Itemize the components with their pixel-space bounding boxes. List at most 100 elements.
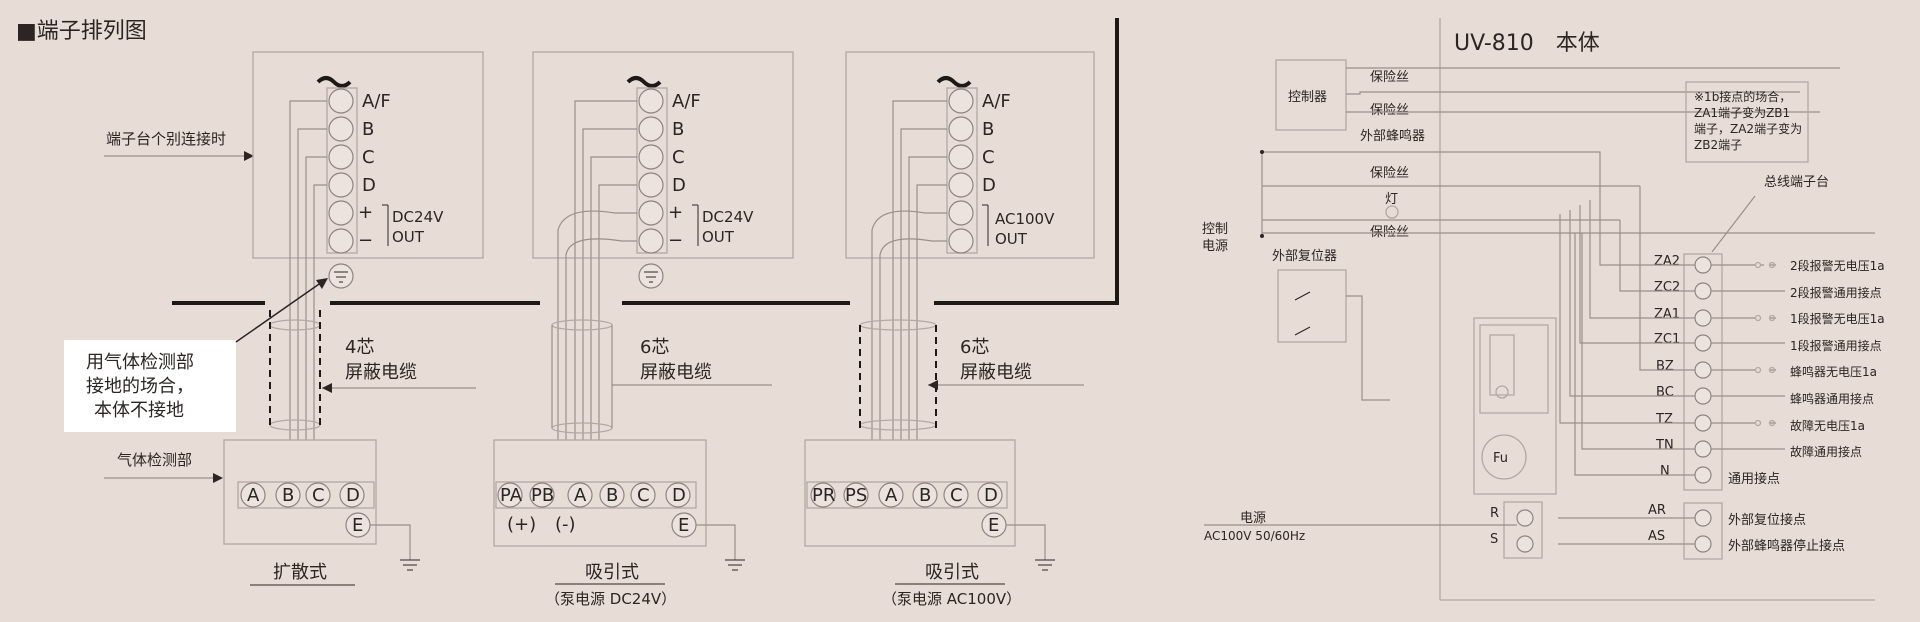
terminal-tz: TZ [1655,412,1673,427]
contact-8: 故障通用接点 [1790,444,1862,459]
sensor-term-pr: PR [812,485,835,506]
contact-7: 故障无电压1a [1790,418,1865,433]
ext-contact-2: 外部蜂鸣器停止接点 [1728,538,1845,554]
sensor-term-a2: A [574,485,587,506]
fuse-label-2: 保险丝 [1370,103,1409,118]
term-c-3: C [982,147,995,168]
cable-type-1: 屏蔽电缆 [345,362,417,383]
term-af-3: A/F [982,91,1011,112]
sensor-term-d3: D [984,485,998,506]
terminal-bz: BZ [1656,359,1674,374]
sensor-term-ps: PS [845,485,867,506]
unit-diffusion: A/F B C D + − DC24V OUT 4芯 屏蔽电缆 A B C [224,52,484,586]
cable-type-2: 屏蔽电缆 [640,362,712,383]
cable-type-3: 屏蔽电缆 [960,362,1032,383]
term-af: A/F [362,91,391,112]
out-label-3: OUT [995,230,1028,248]
sensor-earth-3: E [988,515,999,536]
sensor-term-c2: C [637,485,650,506]
terminal-as: AS [1648,529,1665,544]
contact-labels: 2段报警无电压1a 2段报警通用接点 1段报警无电压1a 1段报警通用接点 蜂鸣… [1728,258,1885,554]
contact-6: 蜂鸣器通用接点 [1790,391,1874,406]
term-minus-2: − [668,230,683,251]
callout-line-3: 本体不接地 [94,400,184,421]
note-line-4: ZB2端子 [1694,138,1742,152]
term-c-2: C [672,147,685,168]
contact-1: 2段报警无电压1a [1790,258,1885,273]
callout-line-1: 用气体检测部 [86,352,194,373]
cable-cores-1: 4芯 [345,337,374,358]
sensor-term-d2: D [672,485,686,506]
ext-contact-1: 外部复位接点 [1728,512,1806,528]
term-b: B [362,119,374,140]
terminal-za1: ZA1 [1654,307,1680,322]
unit-suction-ac: A/F B C D AC100V OUT 6芯 屏蔽电缆 PR PS A B C… [804,51,1095,608]
sensor-term-pb: PB [531,485,554,506]
unit-title-2: 吸引式 [585,562,639,583]
terminal-n: N [1660,464,1670,479]
sensor-term-d1: D [346,485,360,506]
lamp-label: 灯 [1385,192,1398,207]
note-line-2: ZA1端子变为ZB1 [1694,105,1790,120]
ground-callout: 用气体检测部 接地的场合， 本体不接地 [64,278,328,432]
unit-subtitle-2: （泵电源 DC24V） [545,590,676,608]
sensor-note: 气体检测部 [117,451,192,469]
terminal-ar: AR [1648,503,1666,518]
sensor-earth-2: E [678,515,689,536]
term-minus: − [358,230,373,251]
contact-4: 1段报警通用接点 [1790,338,1882,353]
term-d-3: D [982,175,996,196]
model-title: UV-810 本体 [1454,31,1600,56]
terminal-zc2: ZC2 [1654,280,1680,295]
contact-3: 1段报警无电压1a [1790,311,1885,326]
bus-terminal-label: 总线端子台 [1764,175,1829,190]
unit-suction-dc: A/F B C D + − DC24V OUT 6芯 屏蔽电缆 PA PB A … [493,51,794,608]
cable-cores-3: 6芯 [960,337,989,358]
fuse-holder-label: Fu [1493,451,1508,466]
controller-label: 控制器 [1288,90,1327,105]
unit-title-3: 吸引式 [925,562,979,583]
enclosure-frame [172,18,1119,305]
diagram-title: ■端子排列图 [16,19,147,44]
out-label-2: OUT [702,228,735,246]
term-b-2: B [672,119,684,140]
buzzer-label: 外部蜂鸣器 [1360,128,1425,144]
contact-5: 蜂鸣器无电压1a [1790,364,1877,379]
pump-plus: (+) [507,514,536,535]
note-line-3: 端子，ZA2端子变为 [1694,121,1802,136]
term-plus-2: + [668,202,683,223]
power-label: 电源 [1240,511,1266,526]
sensor-term-a3: A [885,485,898,506]
term-af-2: A/F [672,91,701,112]
terminal-tn: TN [1655,438,1674,453]
note-line-1: ※1b接点的场合， [1694,89,1791,104]
term-plus: + [358,202,373,223]
unit-subtitle-3: （泵电源 AC100V） [882,590,1021,608]
reset-device-label: 外部复位器 [1272,249,1337,264]
sensor-term-a1: A [247,485,260,506]
contact-9: 通用接点 [1728,471,1780,487]
sensor-term-b3: B [919,485,931,506]
term-d: D [362,175,376,196]
terminal-zc1: ZC1 [1654,332,1680,347]
power-term-r: R [1490,506,1499,521]
sensor-term-b2: B [606,485,618,506]
term-b-3: B [982,119,994,140]
sensor-term-c1: C [312,485,325,506]
pump-minus: (-) [555,514,576,535]
sensor-earth-1: E [352,515,363,536]
term-c: C [362,147,375,168]
sensor-term-pa: PA [500,485,523,506]
sensor-term-b1: B [282,485,294,506]
uv810-main-body: UV-810 本体 控制器 保险丝 保险丝 外部蜂鸣器 保险丝 灯 保险丝 控制… [1202,18,1885,601]
term-d-2: D [672,175,686,196]
individual-connection-note: 端子台个别连接时 [106,130,226,148]
terminal-za2: ZA2 [1654,254,1680,269]
control-power-2: 电源 [1202,239,1228,254]
out-label-1: OUT [392,228,425,246]
power-term-s: S [1490,532,1498,547]
out-voltage-1: DC24V [392,208,444,226]
fuse-label-1: 保险丝 [1370,70,1409,85]
out-voltage-3: AC100V [995,210,1055,228]
